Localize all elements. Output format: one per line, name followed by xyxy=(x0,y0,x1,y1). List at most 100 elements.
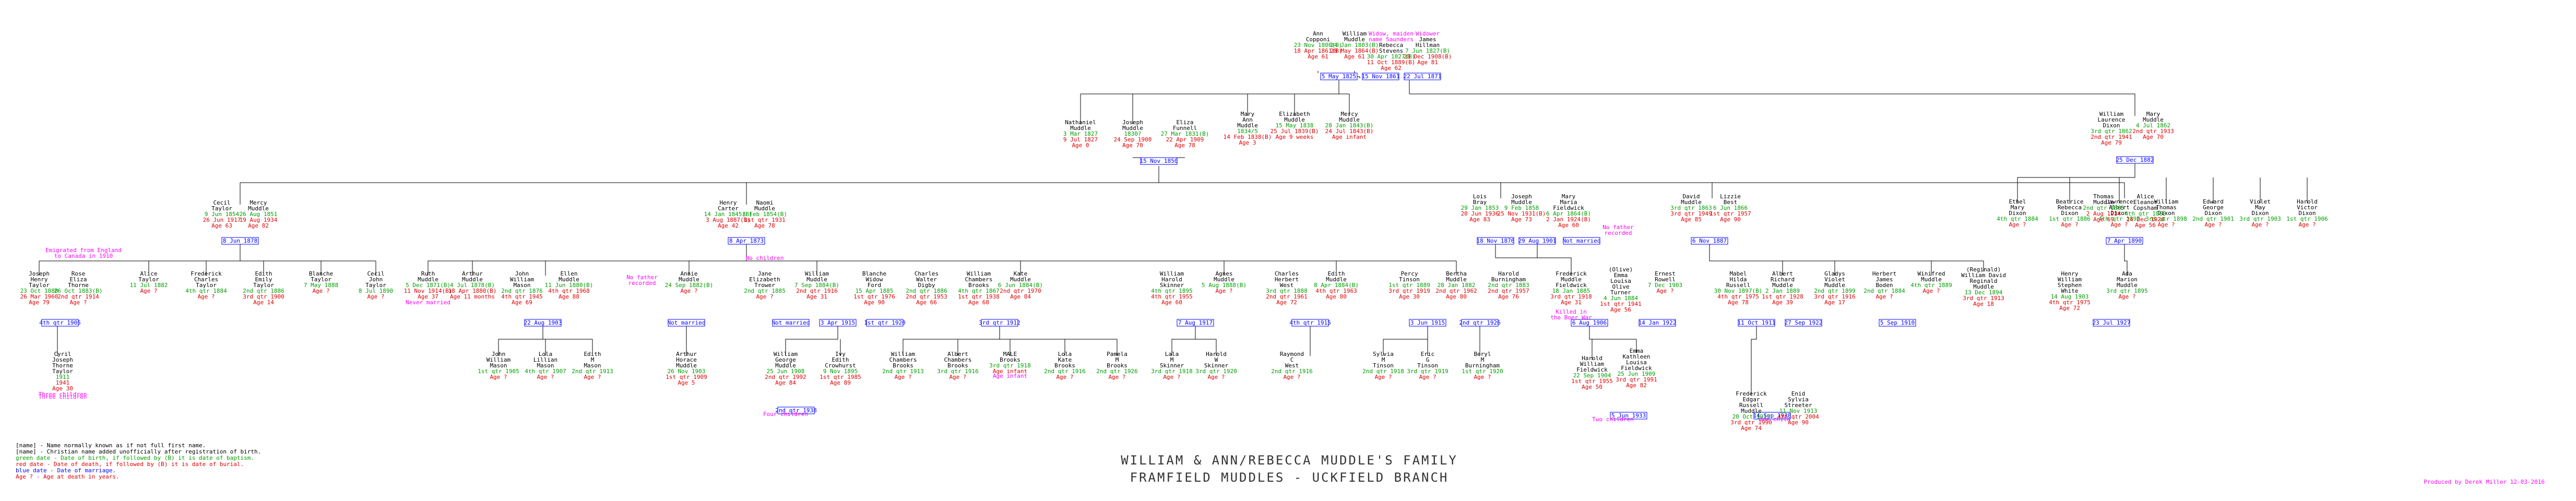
person-williamg-line-0: William xyxy=(774,351,798,357)
person-mercy0-line-4: Age infant xyxy=(1332,134,1367,140)
marriage-date: 18 Nov 1876 xyxy=(1477,237,1515,244)
person-haroldwf-line-3: 22 Sep 1904 xyxy=(1573,372,1611,379)
person-bertha-line-2: 28 Jan 1882 xyxy=(1438,282,1476,289)
marriage-box: 5 Sep 1910 xyxy=(1879,319,1916,327)
person-bertha-line-0: Bertha xyxy=(1446,270,1467,277)
marriage-date: 27 Sep 1922 xyxy=(1785,319,1823,326)
person-frederickr-line-5: 3rd qtr 1990 xyxy=(1730,419,1772,426)
person-agnes-line-2: 5 Aug 1888(B) xyxy=(1202,282,1247,289)
marriage-date: 6 Aug 1906 xyxy=(1572,319,1607,326)
person-elizabeth-line-0: Elizabeth xyxy=(1279,111,1310,117)
marriage-date: 25 Dec 1882 xyxy=(2116,157,2154,163)
marriage-box-frame xyxy=(524,319,562,327)
person-reginald-line-1: William David xyxy=(1961,272,2006,279)
person-maryd-line-0: Mary xyxy=(2146,111,2160,117)
marriage-date: 2nd qtr 1938 xyxy=(775,407,816,414)
person-lola-line-0: Lola xyxy=(539,351,553,357)
person-wlaurence-line-4: 2nd qtr 1941 xyxy=(2091,134,2132,140)
person-williamh-line-4: 4th qtr 1955 xyxy=(1151,293,1192,300)
person-elizabeth-line-3: 25 Jul 1839(B) xyxy=(1271,128,1319,135)
person-raymond-line-3: 2nd qtr 1916 xyxy=(1271,368,1312,375)
person-frederickr-line-6: Age 74 xyxy=(1741,425,1762,432)
person-male-line-3: Age infant xyxy=(993,368,1027,375)
legend-line-3: green date - Date of birth, if followed … xyxy=(16,455,254,461)
person-williamg-line-5: Age 84 xyxy=(775,379,796,386)
person-janee-line-3: 2nd qtr 1885 xyxy=(744,288,785,294)
person-marym-line-2: Fieldwick xyxy=(1553,205,1584,211)
marriage-date: 14 Jan 1922 xyxy=(1639,319,1677,326)
person-haroldsk-line-2: Skinner xyxy=(1204,362,1229,369)
person-nathaniel-line-3: 9 Jul 1827 xyxy=(1063,136,1098,143)
person-janee-line-4: Age ? xyxy=(756,293,773,300)
person-williamg-line-2: Muddle xyxy=(775,362,796,369)
marriage-box-frame xyxy=(1571,319,1608,327)
person-mercy0-line-0: Mercy xyxy=(1340,111,1358,117)
person-arthurh-line-5: Age 5 xyxy=(678,379,695,386)
person-thomas-line-2: 2nd qtr 1865 xyxy=(2083,205,2124,211)
marriage-box-frame xyxy=(772,319,810,327)
person-eliza-line-1: Funnell xyxy=(1173,125,1197,132)
person-blanchew-line-0: Blanche xyxy=(862,270,886,277)
marriage-date: 3rd qtr 1912 xyxy=(979,319,1020,326)
person-josephh-line-3: 23 Oct 1880 xyxy=(20,288,58,294)
marriage-date: Not married xyxy=(668,319,706,326)
marriage-date: Not married xyxy=(1563,237,1601,244)
person-rose-line-1: Eliza xyxy=(69,276,87,283)
person-winifred-line-0: Winifred xyxy=(1918,270,1945,277)
marriage-date: 15 Nov 1850 xyxy=(1140,158,1178,164)
marriage-box: 23 Jul 1927 xyxy=(2093,319,2130,327)
person-maryd-line-2: 4 Jul 1862 xyxy=(2136,122,2170,129)
person-edithmason-line-4: Age ? xyxy=(584,374,601,380)
person-alice-line-0: Alice xyxy=(2136,193,2154,200)
person-ivy-line-2: Crowhurst xyxy=(825,362,856,369)
person-ruth-line-3: 11 Nov 1914(B) xyxy=(404,288,453,294)
person-percy-line-0: Percy xyxy=(1400,270,1418,277)
person-rebecca-line-6: Age 62 xyxy=(1381,65,1402,71)
person-frederickr-line-4: 20 Oct 1915 xyxy=(1732,413,1771,420)
person-williamcb-line-2: Brooks xyxy=(893,362,913,369)
person-david-line-1: Muddle xyxy=(1681,199,1702,206)
person-cecilj-line-2: Taylor xyxy=(365,282,386,289)
legend-line-4: red date - Date of death, if followed by… xyxy=(16,461,244,468)
person-james-line-2: Hillman xyxy=(1416,42,1440,49)
person-alicet-line-0: Alice xyxy=(140,270,157,277)
person-naomi-line-4: Age 78 xyxy=(754,222,775,229)
person-elizabeth-line-2: 15 May 1838 xyxy=(1276,122,1314,129)
marriage-box-frame xyxy=(1639,319,1676,327)
person-albertcb-line-0: Albert xyxy=(947,351,968,357)
person-violet-line-3: 3rd qtr 1903 xyxy=(2239,216,2281,222)
person-ruth-line-1: Muddle xyxy=(418,276,438,283)
person-winifred-line-2: 4th qtr 1889 xyxy=(1910,282,1952,289)
person-emma-line-6: Age 82 xyxy=(1626,382,1647,389)
person-charlesh-line-0: Charles xyxy=(1275,270,1299,277)
marriage-box-frame xyxy=(1461,319,1499,327)
marriage-box-frame xyxy=(1291,319,1329,327)
person-williamm-line-3: 2nd qtr 1916 xyxy=(796,288,837,294)
person-beatrice-line-1: Rebecca xyxy=(2058,204,2082,211)
person-williamm-line-2: 7 Sep 1884(B) xyxy=(794,282,839,289)
person-reginald-line-0: (Reginald) xyxy=(1966,266,2001,273)
person-henryw-line-5: 4th qtr 1975 xyxy=(2049,299,2090,306)
person-ivy-line-5: Age 89 xyxy=(830,379,851,386)
marriage-box: 8 Apr 1873 xyxy=(728,237,765,245)
person-william-line-2: 24 Jan 1803(B) xyxy=(1331,42,1379,49)
person-emma-line-3: Fieldwick xyxy=(1621,365,1652,372)
marriage-date: 7 Apr 1890 xyxy=(2107,237,2142,244)
person-emma-line-2: Louisa xyxy=(1626,359,1647,366)
person-sylvia-line-3: 2nd qtr 1918 xyxy=(1362,368,1404,375)
